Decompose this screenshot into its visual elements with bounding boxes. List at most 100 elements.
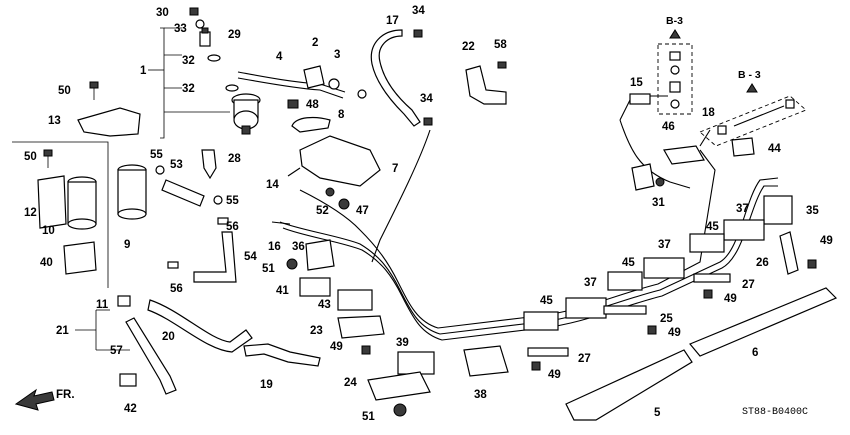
part-18-pipe-end [699, 129, 711, 147]
part-37-clamp-c [565, 297, 607, 319]
callout-20: 20 [162, 331, 175, 343]
callout-47: 47 [356, 205, 369, 217]
bracket-group-1 [148, 27, 230, 139]
part-56-clip-a [217, 217, 229, 225]
callout-45-repeat: 45 [622, 257, 635, 269]
part-38-cover [463, 345, 509, 377]
part-39-clamp [397, 351, 435, 375]
part-42-clamp [119, 373, 137, 387]
part-10-canister [67, 176, 97, 230]
detail-ref-label: B-3 [666, 15, 683, 27]
callout-12: 12 [24, 207, 37, 219]
part-28-fitting [201, 149, 217, 180]
part-49-bolt-e [361, 345, 371, 355]
part-14-pipe-end [287, 167, 301, 177]
callout-40: 40 [40, 257, 53, 269]
part-32-oring-c [357, 89, 367, 99]
part-51-nut-a [286, 258, 298, 270]
detail-b3-box-right [699, 95, 807, 147]
part-16-pipe-end [271, 221, 291, 225]
callout-26: 26 [756, 257, 769, 269]
callout-36: 36 [292, 241, 305, 253]
part-35-clamp [763, 195, 793, 225]
callout-28: 28 [228, 153, 241, 165]
part-49-bolt-c [647, 325, 657, 335]
callout-30: 30 [156, 7, 169, 19]
part-12-bracket [37, 175, 67, 229]
part-6-guard [689, 287, 838, 357]
callout-1: 1 [140, 65, 147, 77]
callout-32-repeat: 32 [182, 83, 195, 95]
bracket-group-21 [75, 309, 130, 351]
callout-13: 13 [48, 115, 61, 127]
callout-37-repeat: 37 [584, 277, 597, 289]
part-52-nut [325, 187, 335, 197]
callout-56: 56 [226, 221, 239, 233]
part-20-hose [147, 299, 253, 353]
callout-6: 6 [752, 347, 758, 359]
callout-7: 7 [392, 163, 398, 175]
callout-50: 50 [58, 85, 71, 97]
callout-14: 14 [266, 179, 279, 191]
callout-58: 58 [494, 39, 507, 51]
part-31-bracket [631, 163, 655, 191]
part-58-bolt [497, 61, 507, 69]
callout-48: 48 [306, 99, 319, 111]
part-45-clamp-b [607, 271, 643, 291]
callout-11: 11 [96, 299, 109, 311]
callout-31: 31 [652, 197, 665, 209]
arrow-b3-right [746, 83, 758, 93]
callout-56-repeat: 56 [170, 283, 183, 295]
part-7-bracket [299, 135, 381, 187]
callout-27: 27 [578, 353, 591, 365]
drawing-code: ST88-B0400C [742, 407, 808, 418]
part-5-guard [565, 349, 693, 421]
callout-18: 18 [702, 107, 715, 119]
callout-53: 53 [170, 159, 183, 171]
part-31-nut [655, 177, 665, 187]
callout-55: 55 [150, 149, 163, 161]
part-47-nut [338, 198, 350, 210]
callout-41: 41 [276, 285, 289, 297]
detail-b3-parts-right [717, 99, 795, 135]
callout-2: 2 [312, 37, 318, 49]
callout-8: 8 [338, 109, 345, 121]
callout-37-repeat: 37 [658, 239, 671, 251]
callout-34-repeat: 34 [420, 93, 433, 105]
part-36-clamp [305, 239, 335, 271]
part-50b-bolt [43, 149, 53, 168]
callout-29: 29 [228, 29, 241, 41]
callout-15: 15 [630, 77, 643, 89]
part-49-bolt-d [531, 361, 541, 371]
part-45-clamp-a [689, 233, 725, 253]
part-33-washer [195, 19, 205, 29]
part-40-bracket [63, 241, 97, 275]
detail-ref-label: B - 3 [738, 69, 761, 81]
part-37-clamp-b [643, 257, 685, 279]
part-55-clip-a [155, 165, 165, 175]
fuel-pipe-bundle [279, 119, 779, 341]
part-48-bolt [287, 99, 299, 109]
callout-5: 5 [654, 407, 661, 419]
callout-49: 49 [820, 235, 833, 247]
callout-49-repeat: 49 [548, 369, 561, 381]
callout-45: 45 [706, 221, 719, 233]
part-29-valve [199, 27, 211, 47]
part-9-canister [117, 164, 147, 220]
callout-16: 16 [268, 241, 281, 253]
callout-19: 19 [260, 379, 273, 391]
part-30-bolt [189, 7, 199, 16]
callout-52: 52 [316, 205, 329, 217]
callout-38: 38 [474, 389, 487, 401]
part-25-plate [603, 305, 647, 315]
part-46-clamp [663, 145, 705, 165]
detail-b3-parts-left [669, 51, 681, 109]
part-27-plate-a [693, 273, 731, 283]
part-44-clamp [731, 137, 755, 157]
part-49-bolt-b [703, 289, 713, 299]
part-41-clamp [299, 277, 331, 297]
part-17-hose [370, 29, 421, 127]
part-15-fitting [629, 93, 651, 105]
part-34-nut-b [423, 117, 433, 126]
callout-51-repeat: 51 [362, 411, 375, 423]
